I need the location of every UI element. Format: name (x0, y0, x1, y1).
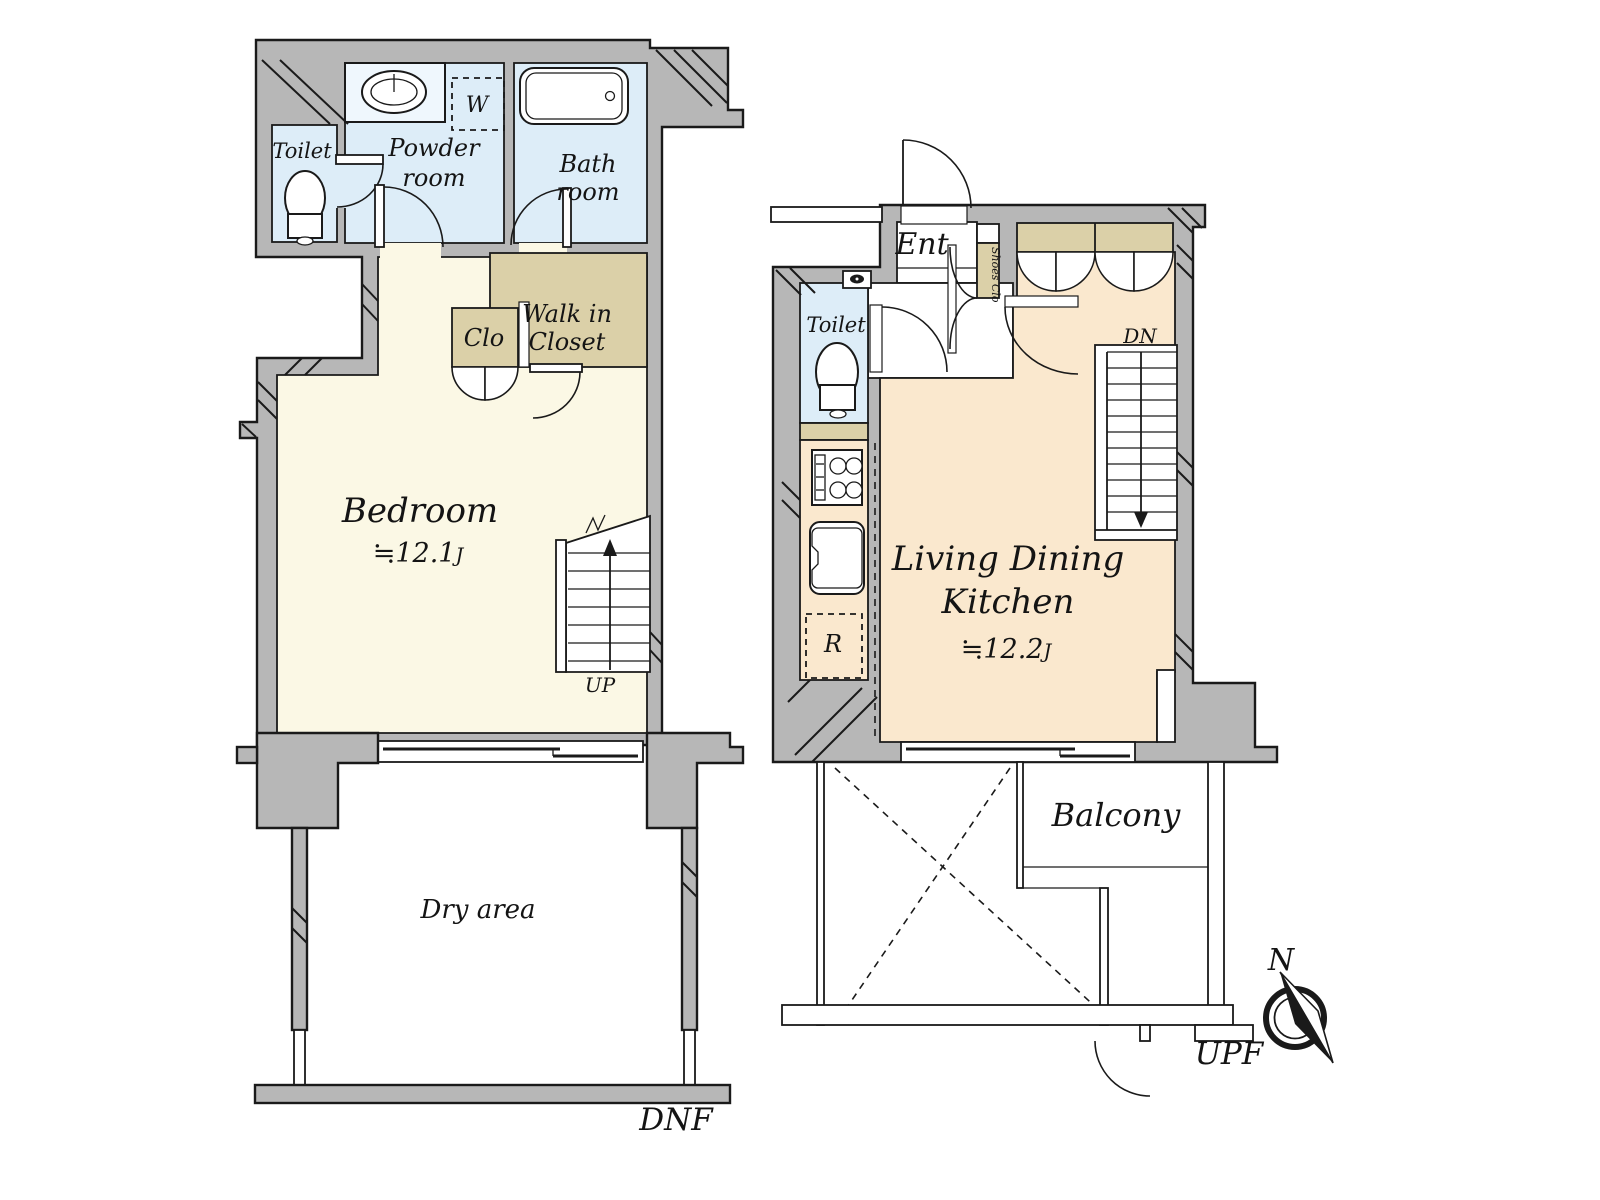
stairs-down (1094, 344, 1178, 541)
bath-room-door (510, 187, 572, 248)
bath-room-label-1: Bath (558, 150, 616, 178)
right-post (683, 1029, 696, 1086)
ldk-size: ≒12.2J (961, 634, 1053, 665)
ldk-window (900, 741, 1136, 763)
ldk-door (1004, 295, 1079, 375)
balcony-right-rail (1207, 761, 1225, 1026)
lower-outline-bar (781, 1004, 1234, 1026)
common-corridor-strip (770, 206, 883, 223)
closet-front-strip (518, 301, 530, 368)
vanity-sink (344, 62, 446, 123)
balcony-left-rail (1016, 761, 1024, 889)
powder-room-label-1: Powder (387, 134, 481, 162)
kitchen-sink (809, 521, 865, 595)
toilet-door-opening (336, 160, 346, 208)
ent-label: Ent (894, 227, 949, 262)
refrigerator-space (805, 613, 863, 679)
toilet-counter-strip (799, 422, 869, 441)
right-column-block (645, 731, 745, 830)
walkin-closet-door (529, 363, 583, 419)
hall-double-door (947, 244, 978, 354)
right-pillar (680, 826, 699, 1032)
base-bar (253, 1083, 732, 1105)
north-label: N (1267, 943, 1296, 978)
left-column-block (255, 731, 380, 830)
toilet-fixture-left (284, 170, 326, 246)
entrance-door (900, 139, 972, 225)
dn-arrow (1134, 512, 1148, 528)
corridor-door (869, 304, 948, 373)
compass-needle-light (1279, 971, 1334, 1064)
wic-label-2: Closet (529, 328, 606, 356)
compass: N (1263, 943, 1334, 1064)
stove (811, 449, 863, 506)
void-left-rail (816, 761, 825, 1026)
dry-area-label: Dry area (419, 895, 535, 925)
upf-entry-door (1094, 1024, 1254, 1097)
shoes-closet (976, 242, 1000, 299)
ldk-label-1: Living Dining (891, 539, 1125, 579)
washer-label: W (466, 93, 491, 118)
hatch-marks-left (241, 49, 729, 944)
powder-room-door (374, 184, 444, 248)
right-floorplan: Ent Shoes Clo Toilet DN Living Dining Ki… (770, 139, 1279, 1097)
up-arrow (603, 539, 617, 556)
toilet-fixture-right (815, 342, 859, 419)
toilet-door-left (335, 154, 384, 208)
shoes-closet-top-box (976, 223, 1000, 244)
wic-label-1: Walk in (522, 300, 612, 328)
bedroom-window (377, 740, 644, 763)
balcony-void-area (781, 761, 1254, 1097)
left-post (293, 1029, 306, 1086)
left-floorplan: Toilet Powder room W Bath room Clo Walk … (235, 38, 745, 1138)
balcony-label: Balcony (1051, 796, 1182, 834)
clo-label: Clo (464, 324, 505, 352)
powder-door-opening (380, 243, 441, 259)
void-cross (834, 767, 1113, 1023)
bathtub (519, 67, 629, 125)
toilet-vent (842, 270, 872, 289)
hatch-marks-right (775, 207, 1203, 763)
clo-double-doors (451, 366, 519, 401)
upf-label: UPF (1195, 1036, 1265, 1072)
dn-label: DN (1122, 324, 1158, 348)
shoes-clo-label: Shoes Clo (989, 247, 1002, 303)
bath-room-label-2: room (556, 178, 619, 206)
stairs-up (555, 514, 651, 673)
stair-break-mark (585, 514, 606, 534)
toilet-right-label: Toilet (806, 313, 866, 337)
closet-folding-doors (1016, 251, 1174, 292)
ldk-label-2: Kitchen (941, 582, 1075, 622)
ldk-corner-column (1156, 669, 1176, 743)
left-column-wing (235, 745, 259, 765)
refrigerator-label: R (823, 630, 842, 658)
dnf-label: DNF (638, 1102, 714, 1138)
toilet-left-label: Toilet (272, 139, 332, 163)
bedroom-label: Bedroom (341, 491, 498, 531)
bedroom-size: ≒12.1J (373, 538, 465, 569)
powder-room-label-2: room (402, 164, 465, 192)
washer-space (451, 77, 505, 131)
up-label: UP (585, 673, 616, 697)
